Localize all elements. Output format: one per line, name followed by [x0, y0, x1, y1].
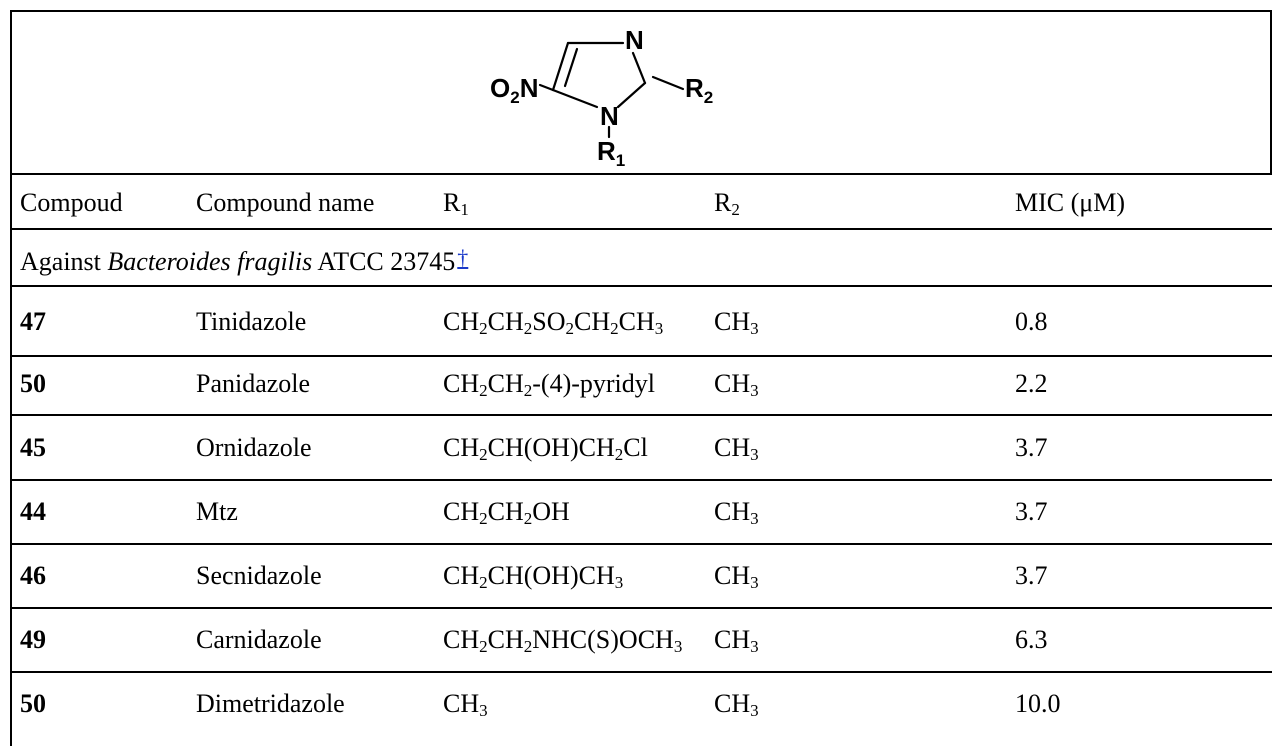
row-5-r2: CH3 — [714, 561, 759, 592]
header-divider-line — [10, 173, 1272, 175]
row-4-r2: CH3 — [714, 497, 759, 528]
row-2-id: 50 — [20, 369, 46, 398]
nitroimidazole-structure: N N O2N R2 R1 — [490, 25, 713, 170]
row-divider-line — [10, 607, 1272, 609]
table-right-border — [1270, 10, 1272, 174]
header-compound-name: Compound name — [196, 188, 375, 217]
row-5-mic: 3.7 — [1015, 561, 1048, 590]
organism-name: Bacteroides fragilis — [107, 247, 313, 276]
r1-substituent-label: R1 — [597, 136, 625, 170]
ring-nitrogen-label: N — [600, 101, 619, 131]
ring-nitrogen-top-label: N — [625, 25, 644, 55]
row-1-name: Tinidazole — [196, 307, 307, 336]
row-6-r1: CH2CH2NHC(S)OCH3 — [443, 625, 683, 656]
row-1-r2: CH3 — [714, 307, 759, 338]
row-7-mic: 10.0 — [1015, 689, 1061, 718]
row-1-mic: 0.8 — [1015, 307, 1048, 336]
row-6-mic: 6.3 — [1015, 625, 1048, 654]
header-bottom-line — [10, 228, 1272, 230]
row-4-mic: 3.7 — [1015, 497, 1048, 526]
row-3-r2: CH3 — [714, 433, 759, 464]
row-3-id: 45 — [20, 433, 46, 462]
footnote-link[interactable]: † — [457, 245, 469, 270]
row-3-mic: 3.7 — [1015, 433, 1048, 462]
row-2-name: Panidazole — [196, 369, 311, 398]
section-divider-line — [10, 285, 1272, 287]
row-6-r2: CH3 — [714, 625, 759, 656]
row-divider-line — [10, 543, 1272, 545]
table-left-border — [10, 10, 12, 746]
row-divider-line — [10, 671, 1272, 673]
header-compound: Compoud — [20, 188, 123, 217]
row-divider-line — [10, 414, 1272, 416]
header-r1: R1 — [443, 188, 469, 219]
row-6-id: 49 — [20, 625, 46, 654]
header-mic: MIC (μM) — [1015, 188, 1125, 217]
row-1-r1: CH2CH2SO2CH2CH3 — [443, 307, 664, 338]
row-7-r2: CH3 — [714, 689, 759, 720]
row-1-id: 47 — [20, 307, 46, 336]
row-4-name: Mtz — [196, 497, 238, 526]
row-5-name: Secnidazole — [196, 561, 322, 590]
row-6-name: Carnidazole — [196, 625, 322, 654]
r2-substituent-label: R2 — [685, 73, 713, 107]
row-4-r1: CH2CH2OH — [443, 497, 570, 528]
section-title: Against Bacteroides fragilis ATCC 23745† — [20, 245, 469, 276]
row-7-r1: CH3 — [443, 689, 488, 720]
row-divider-line — [10, 355, 1272, 357]
row-7-name: Dimetridazole — [196, 689, 345, 718]
header-r2: R2 — [714, 188, 740, 219]
row-3-name: Ornidazole — [196, 433, 312, 462]
row-3-r1: CH2CH(OH)CH2Cl — [443, 433, 648, 464]
row-divider-line — [10, 479, 1272, 481]
row-2-r1: CH2CH2-(4)-pyridyl — [443, 369, 655, 400]
row-5-r1: CH2CH(OH)CH3 — [443, 561, 624, 592]
row-5-id: 46 — [20, 561, 46, 590]
row-2-mic: 2.2 — [1015, 369, 1048, 398]
table-top-border — [10, 10, 1272, 12]
row-2-r2: CH3 — [714, 369, 759, 400]
row-4-id: 44 — [20, 497, 46, 526]
row-7-id: 50 — [20, 689, 46, 718]
nitro-group-label: O2N — [490, 73, 538, 107]
